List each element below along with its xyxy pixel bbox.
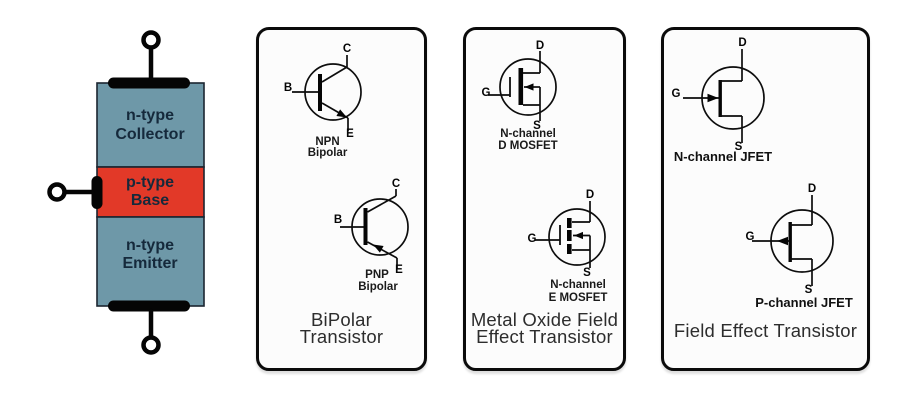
panel-bipolar: B C E NPN Bipolar B C E PNP Bipolar [256, 27, 427, 371]
p-jfet-gate-label: G [746, 231, 755, 243]
e-mosfet-drain-label: D [586, 189, 594, 201]
collector-terminal-circle [141, 30, 161, 50]
pnp-collector-label: C [392, 178, 400, 190]
d-mosfet-substrate-arrow [524, 83, 534, 91]
mosfet-title-line1: Metal Oxide Field [470, 309, 619, 330]
emitter-electrode-bar [108, 300, 190, 312]
p-jfet-drain-label: D [808, 183, 816, 195]
n-jfet-gate-label: G [672, 88, 681, 100]
pnp-caption-line2: Bipolar [358, 281, 398, 293]
d-mosfet-drain-label: D [536, 40, 544, 52]
bipolar-panel-title: BiPolar Transistor [259, 309, 424, 347]
npn-structure-diagram: n-type Collector p-type Base n-type Emit… [47, 30, 205, 355]
panel-mosfet: G D S N-channel D MOSFET [463, 27, 626, 371]
mosfet-title-line2: Effect Transistor [476, 325, 613, 347]
e-mosfet-caption-line1: N-channel [550, 279, 606, 291]
p-jfet-gate-arrow [777, 236, 788, 246]
emitter-region [96, 216, 205, 307]
emitter-label-line1: n-type [126, 237, 174, 254]
bipolar-title-line2: Transistor [299, 325, 384, 347]
emitter-terminal-circle [141, 335, 161, 355]
e-mosfet-substrate-arrow [574, 231, 583, 240]
npn-symbol-icon: B C E NPN Bipolar [284, 43, 362, 159]
d-mosfet-source-label: S [533, 120, 541, 132]
npn-emitter-label: E [346, 128, 354, 140]
n-jfet-drain-label: D [738, 37, 746, 49]
base-label-line1: p-type [126, 174, 174, 191]
collector-label-line2: Collector [115, 126, 184, 143]
base-electrode-bar [91, 176, 103, 209]
npn-collector-label: C [343, 43, 351, 55]
pnp-emitter-arrow [373, 244, 384, 253]
npn-caption-line2: Bipolar [308, 147, 348, 159]
pnp-emitter-label: E [395, 264, 403, 276]
e-mosfet-caption-line2: E MOSFET [549, 292, 608, 304]
pnp-symbol-icon: B C E PNP Bipolar [334, 178, 409, 293]
e-mosfet-gate-label: G [528, 233, 537, 245]
npn-emitter-arrow [336, 109, 347, 118]
panel-fet: G D S N-channel JFET G D S P-channel JFE… [661, 27, 870, 371]
bipolar-title-line1: BiPolar [310, 309, 373, 330]
emitter-label-line2: Emitter [122, 255, 177, 272]
npn-caption-line1: NPN [315, 136, 339, 148]
pnp-caption-line1: PNP [365, 269, 389, 281]
d-mosfet-symbol-icon: G D S N-channel D MOSFET [482, 40, 558, 152]
base-label-line2: Base [131, 192, 169, 209]
npn-base-label: B [284, 82, 292, 94]
collector-region [96, 82, 205, 168]
p-jfet-caption-line1: P-channel JFET [755, 295, 853, 310]
d-mosfet-gate-label: G [482, 87, 491, 99]
mosfet-panel-title: Metal Oxide Field Effect Transistor [466, 309, 623, 347]
p-jfet-source-label: S [805, 284, 813, 296]
e-mosfet-symbol-icon: G D S N-channel E MOSFET [528, 189, 608, 304]
d-mosfet-caption-line2: D MOSFET [498, 140, 557, 152]
base-terminal-circle [47, 182, 67, 202]
n-jfet-caption-line1: N-channel JFET [674, 149, 772, 164]
bipolar-symbols: B C E NPN Bipolar B C E PNP Bipolar [284, 43, 409, 293]
n-jfet-symbol-icon: G D S N-channel JFET [672, 37, 773, 164]
jfet-symbols: G D S N-channel JFET G D S P-channel JFE… [672, 37, 853, 310]
collector-label-line1: n-type [126, 107, 174, 124]
pnp-base-label: B [334, 214, 342, 226]
mosfet-symbols: G D S N-channel D MOSFET [482, 40, 608, 304]
n-jfet-source-label: S [735, 141, 743, 153]
fet-title-line1: Field Effect Transistor [673, 320, 858, 341]
n-jfet-gate-arrow [707, 93, 719, 103]
collector-electrode-bar [108, 77, 190, 89]
d-mosfet-caption-line1: N-channel [500, 128, 556, 140]
e-mosfet-source-label: S [583, 267, 591, 279]
p-jfet-symbol-icon: G D S P-channel JFET [746, 183, 853, 310]
fet-panel-title: Field Effect Transistor [664, 320, 867, 341]
